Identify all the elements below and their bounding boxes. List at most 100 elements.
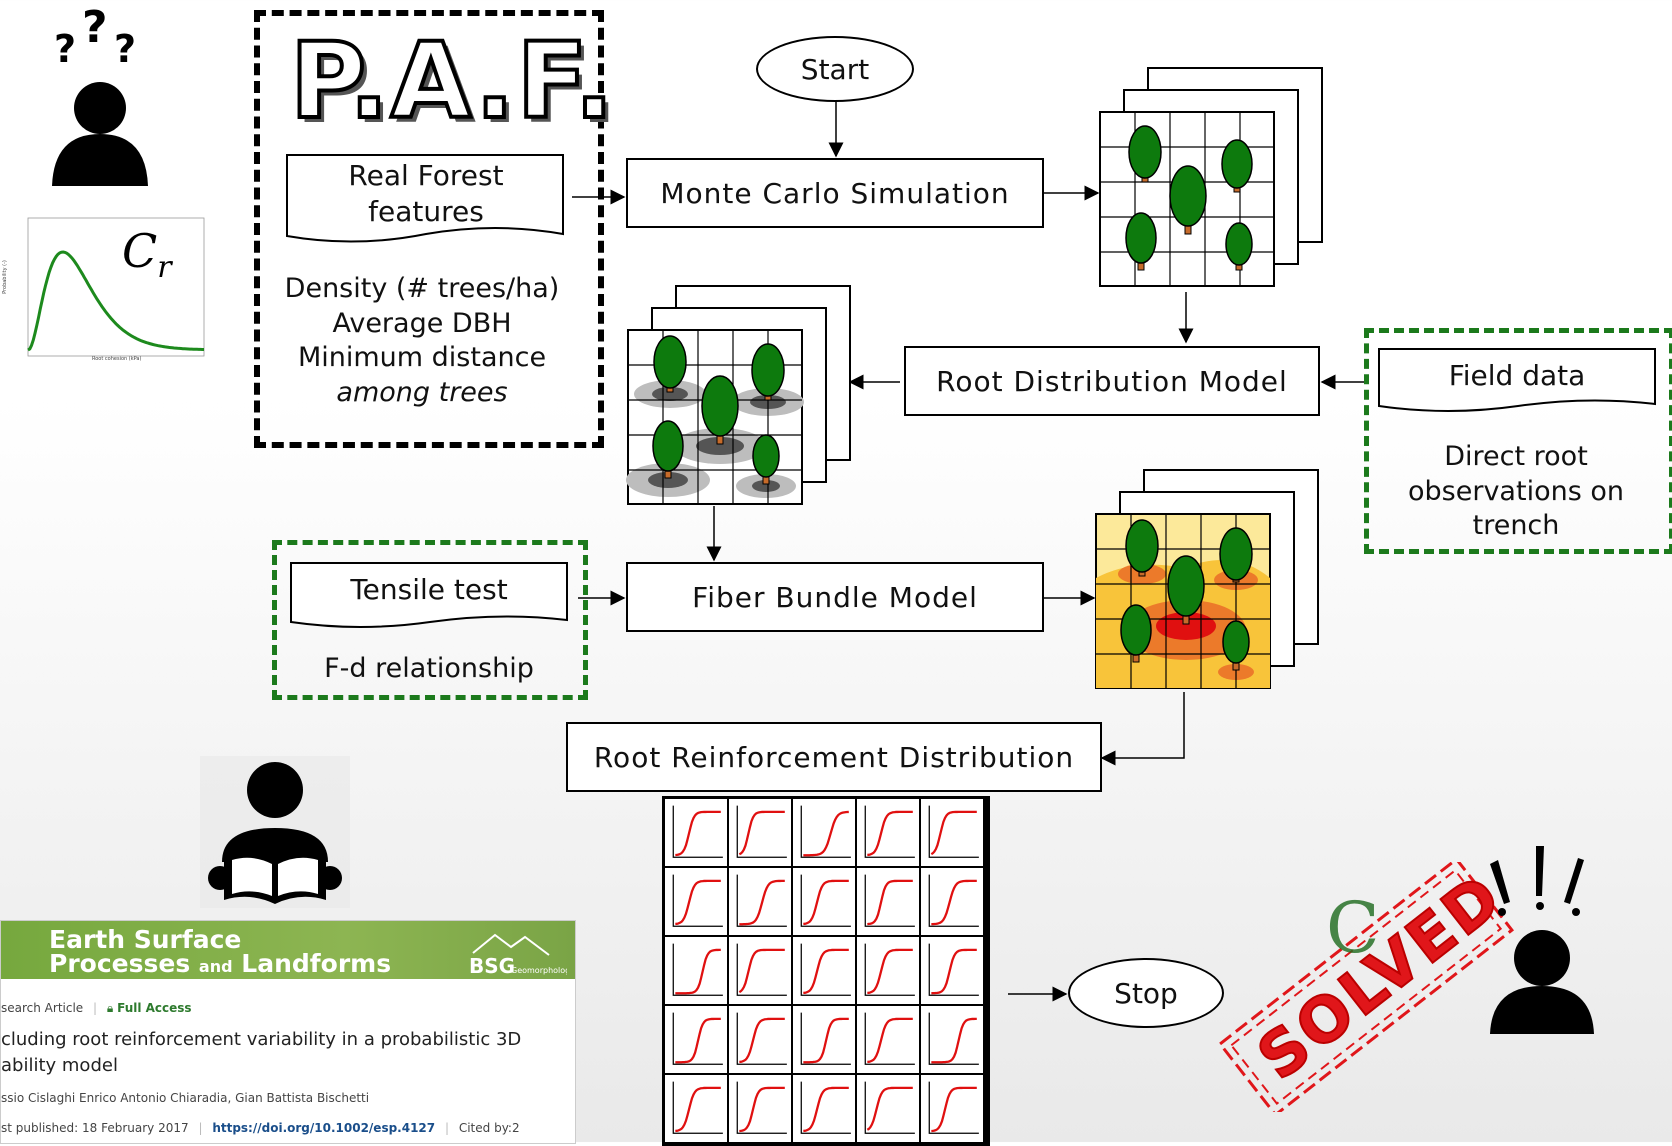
- stop-node: Stop: [1068, 958, 1224, 1028]
- root-reinforcement-box: Root Reinforcement Distribution: [566, 722, 1102, 792]
- reinforcement-curve: [739, 879, 785, 926]
- reinforcement-curve: [931, 1086, 977, 1133]
- reinforcement-curve: [867, 948, 913, 995]
- real-forest-doc: Real Forest features: [286, 154, 564, 246]
- root-grid-stack: [626, 284, 852, 508]
- paper-thumbnail[interactable]: Earth Surface Processes and Landforms BS…: [0, 920, 576, 1144]
- start-node: Start: [756, 36, 914, 102]
- reinforcement-curve-cell: [792, 1074, 856, 1143]
- tensile-container: [272, 540, 588, 700]
- reinforcement-curve-cell: [856, 798, 920, 867]
- reinforcement-curve: [738, 810, 785, 856]
- reinforcement-curve: [931, 948, 977, 995]
- reinforcement-curve: [739, 1086, 785, 1133]
- paper-meta: st published: 18 February 2017 | https:/…: [1, 1121, 520, 1135]
- reinforcement-curve-cell: [920, 867, 984, 936]
- pdf-xlabel: Root cohesion (kPa): [92, 356, 142, 362]
- bsg-logo-sub: Geomorphology: [511, 966, 567, 975]
- cited-by[interactable]: Cited by:2: [458, 1121, 520, 1135]
- monte-carlo-box: Monte Carlo Simulation: [626, 158, 1044, 228]
- bsg-logo-icon: BSG Geomorphology: [469, 933, 567, 977]
- paper-title-line1[interactable]: cluding root reinforcement variability i…: [1, 1029, 522, 1050]
- paper-authors[interactable]: ssio Cislaghi Enrico Antonio Chiaradia, …: [1, 1091, 370, 1105]
- reading-person-icon: [200, 756, 350, 908]
- curve-grid: [662, 796, 990, 1146]
- paf-feature-list: Density (# trees/ha) Average DBH Minimum…: [272, 272, 572, 410]
- pdf-plot: Probability (-) Root cohesion (kPa) Cr: [2, 214, 206, 364]
- lock-icon: 🔒︎: [106, 1001, 114, 1015]
- reinforcement-curve-cell: [664, 1074, 728, 1143]
- reinforcement-curve: [803, 879, 849, 926]
- field-data-container: [1364, 328, 1672, 554]
- tree-icon: [1125, 125, 1253, 271]
- doi-link[interactable]: https://doi.org/10.1002/esp.4127: [212, 1121, 436, 1135]
- reinforcement-curve: [866, 1086, 913, 1131]
- journal-banner: [1, 921, 575, 979]
- reinforcement-curve: [675, 1017, 721, 1064]
- fd-relationship-label: F-d relationship: [324, 653, 534, 684]
- reinforcement-curve-cell: [664, 1005, 728, 1074]
- reinforcement-curve: [867, 810, 913, 857]
- svg-text:?: ?: [54, 27, 76, 71]
- reinforcement-curve: [739, 1017, 785, 1064]
- reinforcement-curve: [931, 1017, 977, 1064]
- fiber-bundle-box: Fiber Bundle Model: [626, 562, 1044, 632]
- reinforcement-curve-cell: [728, 798, 792, 867]
- journal-title-line2: Processes and Landforms: [49, 949, 392, 978]
- bsg-logo-text: BSG: [469, 954, 515, 977]
- reinforcement-curve: [803, 810, 849, 857]
- thinking-person-icon: ? ? ?: [52, 4, 148, 186]
- paf-title: P.A.F.: [288, 18, 616, 144]
- reinforcement-curve: [675, 1086, 721, 1133]
- reinforcement-curve-cell: [856, 936, 920, 1005]
- root-distribution-box: Root Distribution Model: [904, 346, 1320, 416]
- field-data-doc: Field data: [1378, 348, 1656, 416]
- reinforcement-curve-cell: [856, 867, 920, 936]
- reinforcement-curve-cell: [728, 1074, 792, 1143]
- reinforcement-curve-cell: [664, 867, 728, 936]
- reinforcement-map-stack: [1094, 468, 1320, 690]
- reinforcement-curve-cell: [920, 798, 984, 867]
- reinforcement-curve-cell: [856, 1074, 920, 1143]
- paf-feature: among trees: [336, 376, 508, 408]
- surprised-person-icon: [1490, 846, 1594, 1034]
- reinforcement-curve-cell: [728, 1005, 792, 1074]
- journal-title-line1: Earth Surface: [49, 925, 242, 954]
- c-logo-icon: C: [1326, 887, 1380, 969]
- paf-feature: Density (# trees/ha): [284, 273, 560, 304]
- field-data-note: Direct root observations on trench: [1408, 441, 1624, 542]
- reinforcement-curve-cell: [664, 936, 728, 1005]
- reinforcement-curve-cell: [792, 798, 856, 867]
- reinforcement-curve-cell: [920, 1005, 984, 1074]
- reinforcement-curve: [803, 1017, 849, 1064]
- reinforcement-curve-cell: [728, 867, 792, 936]
- article-type: search Article | 🔒︎ Full Access: [1, 1001, 192, 1015]
- reinforcement-curve-cell: [792, 867, 856, 936]
- reinforcement-curve-cell: [920, 1074, 984, 1143]
- reinforcement-curve: [738, 948, 785, 994]
- reinforcement-curve: [803, 1086, 849, 1133]
- reinforcement-curve: [931, 879, 977, 926]
- paf-feature: Average DBH: [332, 307, 512, 339]
- svg-text:?: ?: [114, 27, 136, 71]
- reinforcement-curve-cell: [728, 936, 792, 1005]
- paper-title-line2[interactable]: ability model: [1, 1055, 118, 1076]
- field-data-label: Field data: [1448, 358, 1586, 392]
- paf-feature: Minimum distance: [297, 342, 547, 374]
- reinforcement-curve: [675, 879, 721, 926]
- reinforcement-curve: [675, 810, 721, 857]
- reinforcement-curve-cell: [792, 936, 856, 1005]
- access-label: Full Access: [117, 1001, 192, 1015]
- cr-symbol: Cr: [122, 224, 172, 286]
- tensile-label: Tensile test: [350, 572, 508, 606]
- reinforcement-curve: [803, 948, 849, 995]
- real-forest-label: Real Forest features: [348, 158, 504, 228]
- solved-stamp-frame: C: [1217, 862, 1515, 1112]
- reinforcement-curve: [675, 948, 721, 995]
- reinforcement-curve: [867, 1017, 913, 1064]
- forest-grid-stack-1: [1098, 66, 1324, 288]
- reinforcement-curve-cell: [920, 936, 984, 1005]
- reinforcement-curve-cell: [792, 1005, 856, 1074]
- svg-text:?: ?: [82, 4, 108, 53]
